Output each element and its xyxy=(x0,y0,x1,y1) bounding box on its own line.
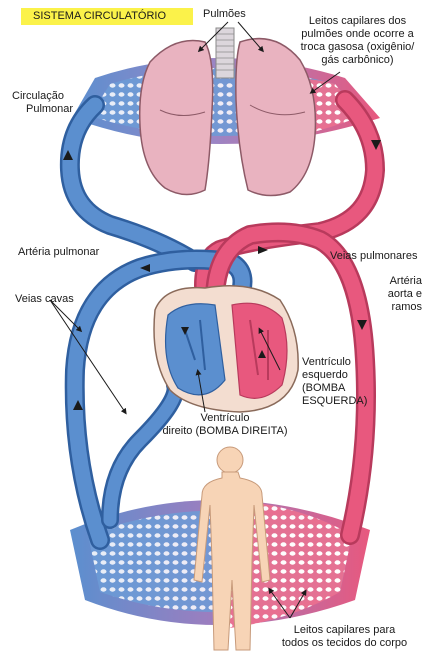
label-lungs: Pulmões xyxy=(203,8,246,21)
title-box: SISTEMA CIRCULATÓRIO xyxy=(21,8,193,25)
label-aorta: Artéria aorta e ramos xyxy=(360,275,422,314)
label-venae-cavae: Veias cavas xyxy=(15,293,74,306)
label-left-ventricle: Ventrículo esquerdo (BOMBA ESQUERDA) xyxy=(302,356,367,408)
diagram-title: SISTEMA CIRCULATÓRIO xyxy=(33,10,166,22)
label-body-capillary-beds: Leitos capilares para todos os tecidos d… xyxy=(262,624,427,650)
label-pulmonary-artery: Artéria pulmonar xyxy=(18,246,99,259)
label-right-ventricle: Ventrículo direito (BOMBA DIREITA) xyxy=(150,412,300,438)
trachea xyxy=(216,28,234,78)
label-pulmonary-circulation: Circulação Pulmonar xyxy=(12,90,73,116)
label-lung-capillary-beds: Leitos capilares dos pulmões onde ocorre… xyxy=(290,15,425,67)
heart xyxy=(154,286,298,412)
label-pulmonary-veins: Veias pulmonares xyxy=(330,250,417,263)
